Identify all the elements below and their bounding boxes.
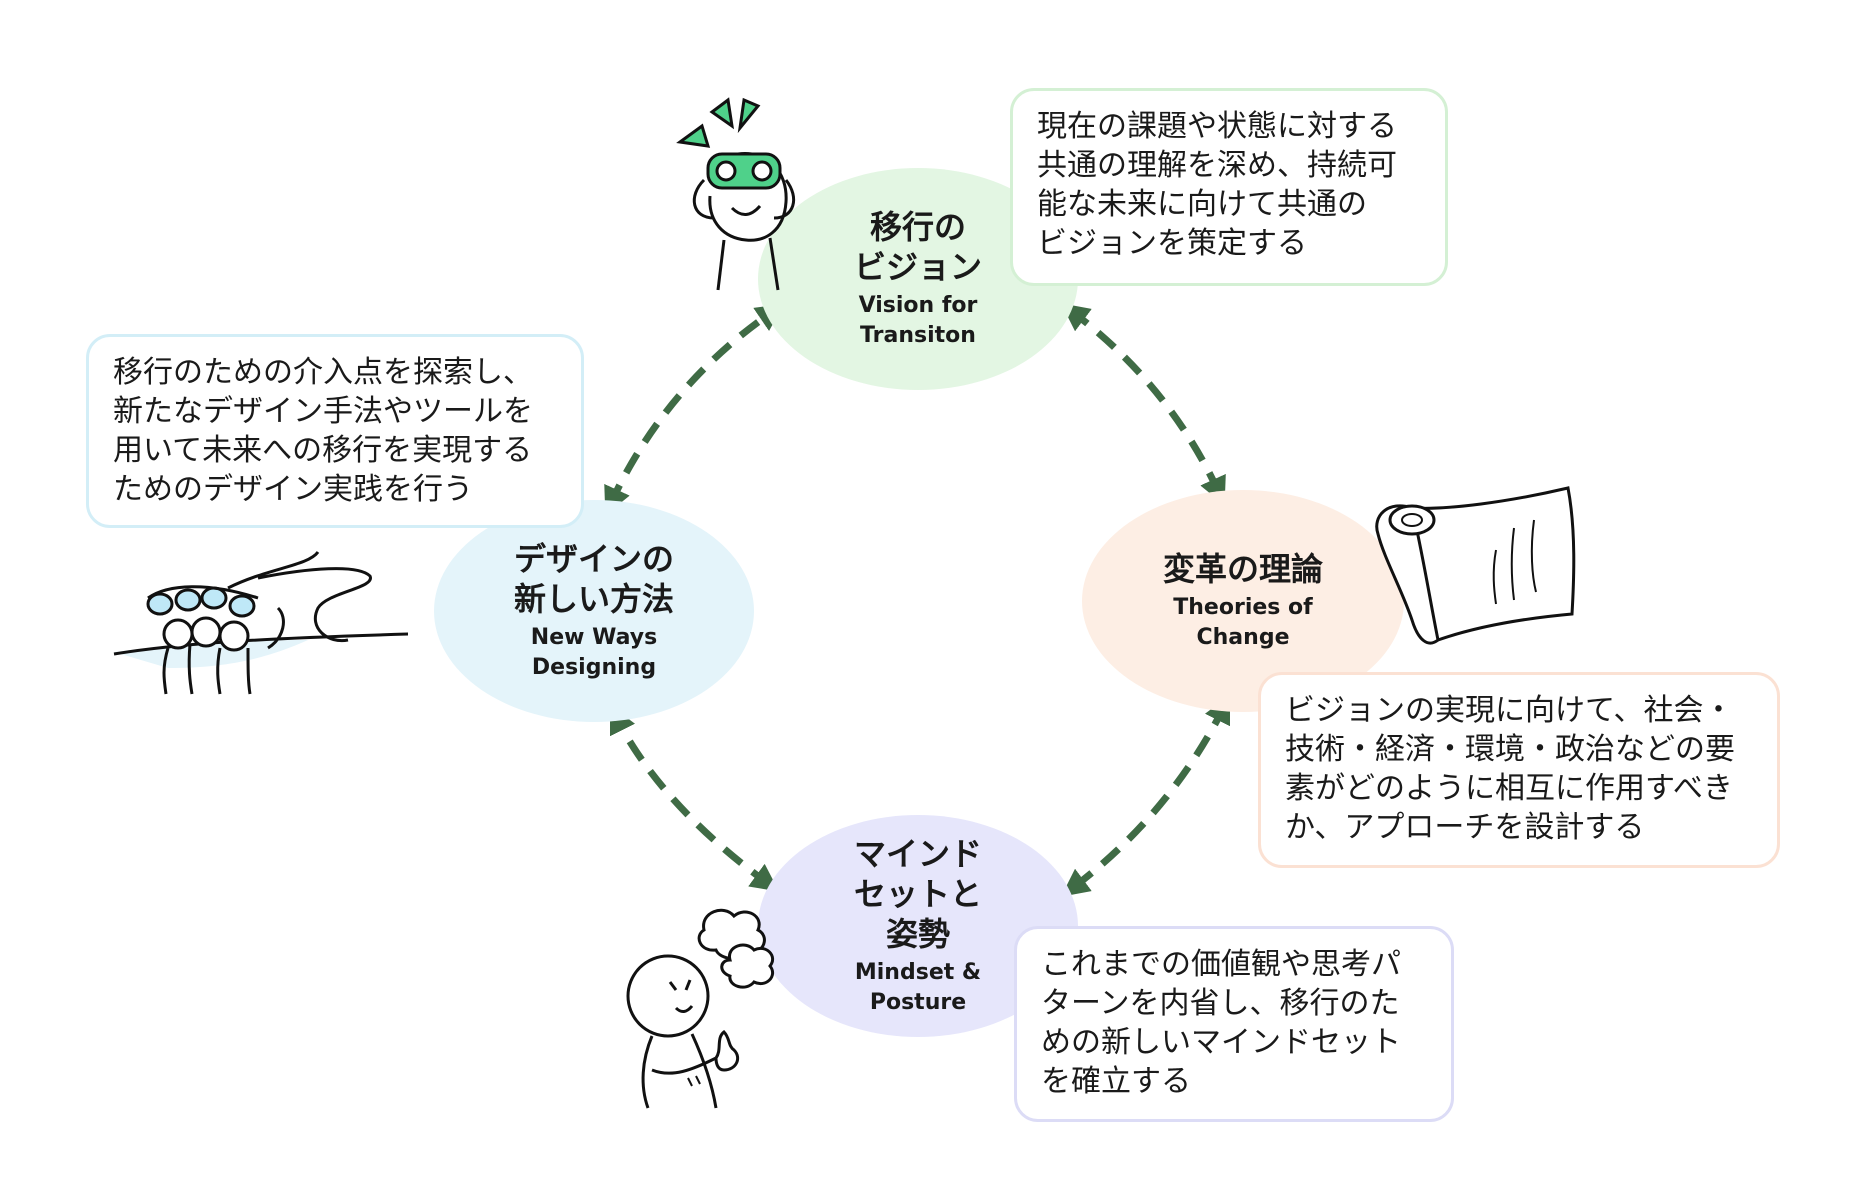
scroll-icon [1375,486,1576,645]
arrow-newways-vision [604,303,785,516]
desc-mindset: これまでの価値観や思考パ ターンを内省し、移行のた めの新しいマインドセット を… [1014,926,1454,1122]
arrow-theory-mindset [1061,694,1231,897]
desc-newways: 移行のための介入点を探索し、 新たなデザイン手法やツールを 用いて未来への移行を… [86,334,584,528]
thinking-person-icon [626,908,775,1109]
group-path-icon [113,550,408,695]
node-vision-title: 移行の ビジョン [853,208,982,286]
arrow-vision-theory [1061,303,1226,506]
node-theory-title: 変革の理論 [1162,550,1323,588]
node-newways: デザインの 新しい方法 New Ways Designing [434,500,754,722]
node-mindset-subtitle: Mindset & Posture [854,960,982,1015]
arrow-mindset-newways [609,704,780,892]
desc-vision: 現在の課題や状態に対する 共通の理解を深め、持続可 能な未来に向けて共通の ビジ… [1010,88,1448,286]
node-mindset-title: マインド セットと 姿勢 [853,835,982,953]
node-vision-subtitle: Vision for Transiton [858,293,978,348]
binoculars-person-icon [676,97,796,291]
node-newways-subtitle: New Ways Designing [530,625,658,680]
node-newways-title: デザインの 新しい方法 [513,540,674,618]
node-theory-subtitle: Theories of Change [1173,595,1313,650]
node-theory: 変革の理論 Theories of Change [1082,490,1404,712]
desc-theory: ビジョンの実現に向けて、社会・ 技術・経済・環境・政治などの要 素がどのように相… [1258,672,1780,868]
